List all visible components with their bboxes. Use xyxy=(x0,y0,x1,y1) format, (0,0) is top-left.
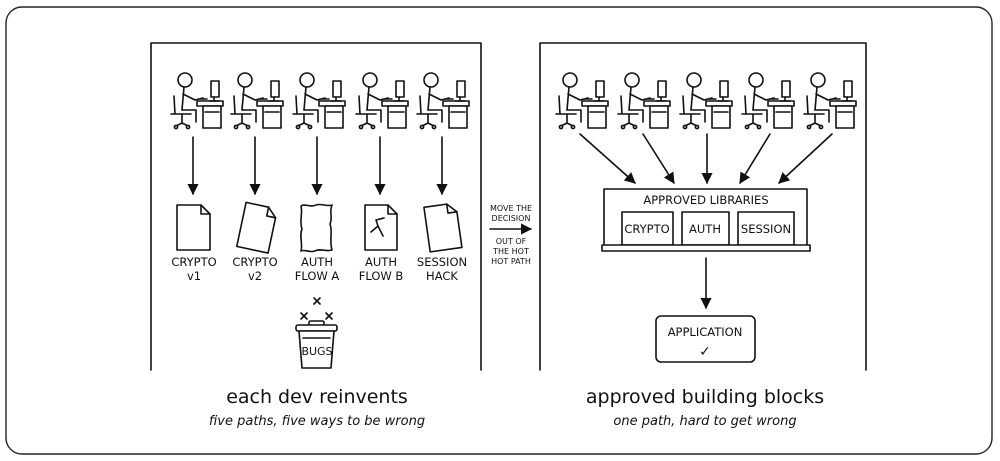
application-box: APPLICATION ✓ xyxy=(655,315,756,363)
arrow xyxy=(579,133,636,184)
module-box xyxy=(737,211,795,246)
arrow xyxy=(778,133,833,184)
right-panel: APPROVED LIBRARIES CRYPTO AUTH SESSION A… xyxy=(539,42,867,429)
transition-text: MOVE THE xyxy=(490,204,532,213)
document-icon xyxy=(235,201,277,254)
document-icon xyxy=(300,203,333,253)
shelf xyxy=(601,244,811,252)
transition-text: HOT PATH xyxy=(491,257,531,266)
trash-bin-icon xyxy=(295,320,338,369)
right-caption-title: approved building blocks xyxy=(586,386,824,408)
transition-text: THE HOT xyxy=(492,247,529,256)
doc-label: FLOW A xyxy=(295,269,340,283)
arrow xyxy=(642,133,675,184)
document-icon xyxy=(364,204,398,251)
left-caption-title: each dev reinvents xyxy=(226,386,408,408)
doc-label: v1 xyxy=(187,269,201,283)
doc-label: v2 xyxy=(248,269,262,283)
right-caption-subtitle: one path, hard to get wrong xyxy=(613,414,796,429)
doc-label: AUTH xyxy=(365,255,397,269)
doc-label: CRYPTO xyxy=(171,255,216,269)
approved-libraries: APPROVED LIBRARIES CRYPTO AUTH SESSION xyxy=(601,188,811,252)
left-panel: CRYPTO v1 CRYPTO v2 AUTH FLOW A AUTH FLO… xyxy=(150,42,482,429)
doc-label: HACK xyxy=(426,269,458,283)
library-title: APPROVED LIBRARIES xyxy=(643,193,768,207)
bin-label: BUGS xyxy=(301,345,332,358)
transition: MOVE THE DECISION OUT OF THE HOT HOT PAT… xyxy=(489,204,533,266)
application-label: APPLICATION xyxy=(668,325,743,339)
document-icon xyxy=(176,204,211,251)
left-panel-border xyxy=(150,42,482,371)
arrow xyxy=(739,133,771,184)
document-icon xyxy=(423,203,463,253)
checkmark-icon: ✓ xyxy=(699,344,711,360)
doc-label: FLOW B xyxy=(359,269,404,283)
module-label: AUTH xyxy=(689,222,721,236)
doc-label: CRYPTO xyxy=(232,255,277,269)
transition-text: DECISION xyxy=(492,214,531,223)
doc-label: AUTH xyxy=(301,255,333,269)
cross-mark-icon xyxy=(300,297,333,320)
module-box xyxy=(681,211,730,246)
right-panel-border xyxy=(539,42,867,371)
doc-label: SESSION xyxy=(417,255,467,269)
transition-text: OUT OF xyxy=(496,237,527,246)
module-box xyxy=(621,211,674,246)
left-caption-subtitle: five paths, five ways to be wrong xyxy=(209,414,425,429)
module-label: SESSION xyxy=(741,222,791,236)
module-label: CRYPTO xyxy=(624,222,669,236)
outer-frame xyxy=(5,6,993,455)
